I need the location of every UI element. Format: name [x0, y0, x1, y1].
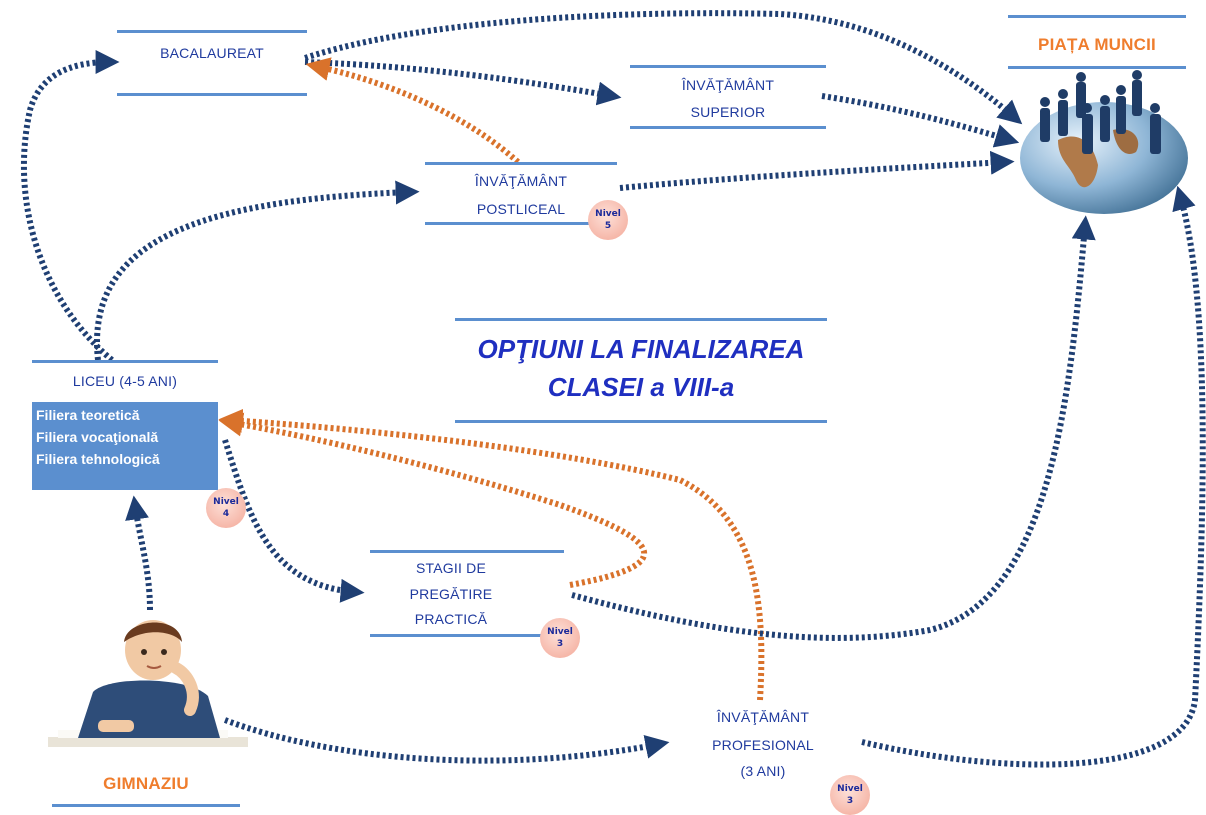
arrow-liceu-stagii: [222, 439, 365, 603]
arrow-stagii-piata: [571, 215, 1096, 641]
thinking-student-icon: [48, 620, 248, 747]
profesional-label-line2: PROFESIONAL: [712, 737, 814, 753]
filiera-teoretica: Filiera teoretică: [36, 407, 140, 423]
bacalaureat-rule-bottom: [117, 93, 307, 96]
badge-level: 3: [556, 639, 564, 649]
badge-word: Nivel: [595, 209, 621, 219]
stagii-label-line2: PREGĂTIRE: [409, 586, 493, 602]
badge-level: 4: [222, 509, 230, 519]
arrow-superior-piata: [821, 93, 1020, 148]
arrow-profesional-piata: [861, 185, 1206, 768]
badge-word: Nivel: [547, 627, 573, 637]
stagii-label-line1: STAGII DE: [416, 560, 486, 576]
level-badge-liceu: Nivel 4: [206, 488, 246, 528]
title-rule-bottom: [455, 420, 827, 423]
globe-with-business-people-icon: [1020, 70, 1188, 214]
title-line2: CLASEI a VIII-a: [547, 372, 735, 402]
bacalaureat-label: BACALAUREAT: [160, 45, 264, 61]
profesional-label-line1: ÎNVĂŢĂMÂNT: [716, 709, 810, 725]
superior-rule-top: [630, 65, 826, 68]
badge-word: Nivel: [837, 784, 863, 794]
filiera-tehnologica: Filiera tehnologică: [36, 451, 160, 467]
arrow-postliceal-piata: [619, 150, 1015, 191]
arrow-bacalaureat-piata: [304, 10, 1023, 125]
level-badge-postliceal: Nivel 5: [588, 200, 628, 240]
arrow-gimnaziu-profesional: [223, 717, 670, 764]
badge-word: Nivel: [213, 497, 239, 507]
level-badge-profesional: Nivel 3: [830, 775, 870, 815]
superior-rule-bottom: [630, 126, 826, 129]
level-badge-stagii: Nivel 3: [540, 618, 580, 658]
page-title: OPŢIUNI LA FINALIZAREA CLASEI a VIII-a: [455, 330, 827, 406]
filiera-vocationala: Filiera vocaţională: [36, 429, 159, 445]
stagii-rule-bottom: [370, 634, 564, 637]
bacalaureat-rule-top: [117, 30, 307, 33]
postliceal-label-line1: ÎNVĂŢĂMÂNT: [474, 173, 568, 189]
piata-rule-top: [1008, 15, 1186, 18]
title-rule-top: [455, 318, 827, 321]
arrow-stagii-liceu: [218, 412, 647, 588]
arrow-liceu-postliceal: [94, 180, 420, 361]
superior-label-line2: SUPERIOR: [690, 104, 766, 120]
gimnaziu-rule-bottom: [52, 804, 240, 807]
liceu-paths-box: Filiera teoretică Filiera vocaţională Fi…: [32, 402, 218, 490]
arrow-gimnaziu-liceu: [125, 495, 153, 611]
postliceal-label-line2: POSTLICEAL: [476, 201, 566, 217]
postliceal-rule-bottom: [425, 222, 617, 225]
postliceal-rule-top: [425, 162, 617, 165]
arrow-profesional-liceu: [218, 408, 765, 701]
arrow-postliceal-bacalaureat: [305, 57, 521, 165]
badge-level: 3: [846, 796, 854, 806]
gimnaziu-label: GIMNAZIU: [103, 774, 189, 793]
stagii-label-line3: PRACTICĂ: [414, 611, 488, 627]
liceu-label: LICEU (4-5 ANI): [72, 373, 178, 389]
piata-rule-bottom: [1008, 66, 1186, 69]
superior-label-line1: ÎNVĂŢĂMÂNT: [681, 77, 775, 93]
title-line1: OPŢIUNI LA FINALIZAREA: [477, 334, 805, 364]
arrow-bacalaureat-superior: [304, 59, 622, 106]
piata-muncii-label: PIAȚA MUNCII: [1038, 35, 1156, 54]
profesional-label-line3: (3 ANI): [740, 763, 786, 779]
badge-level: 5: [604, 221, 612, 231]
stagii-rule-top: [370, 550, 564, 553]
liceu-rule-top: [32, 360, 218, 363]
